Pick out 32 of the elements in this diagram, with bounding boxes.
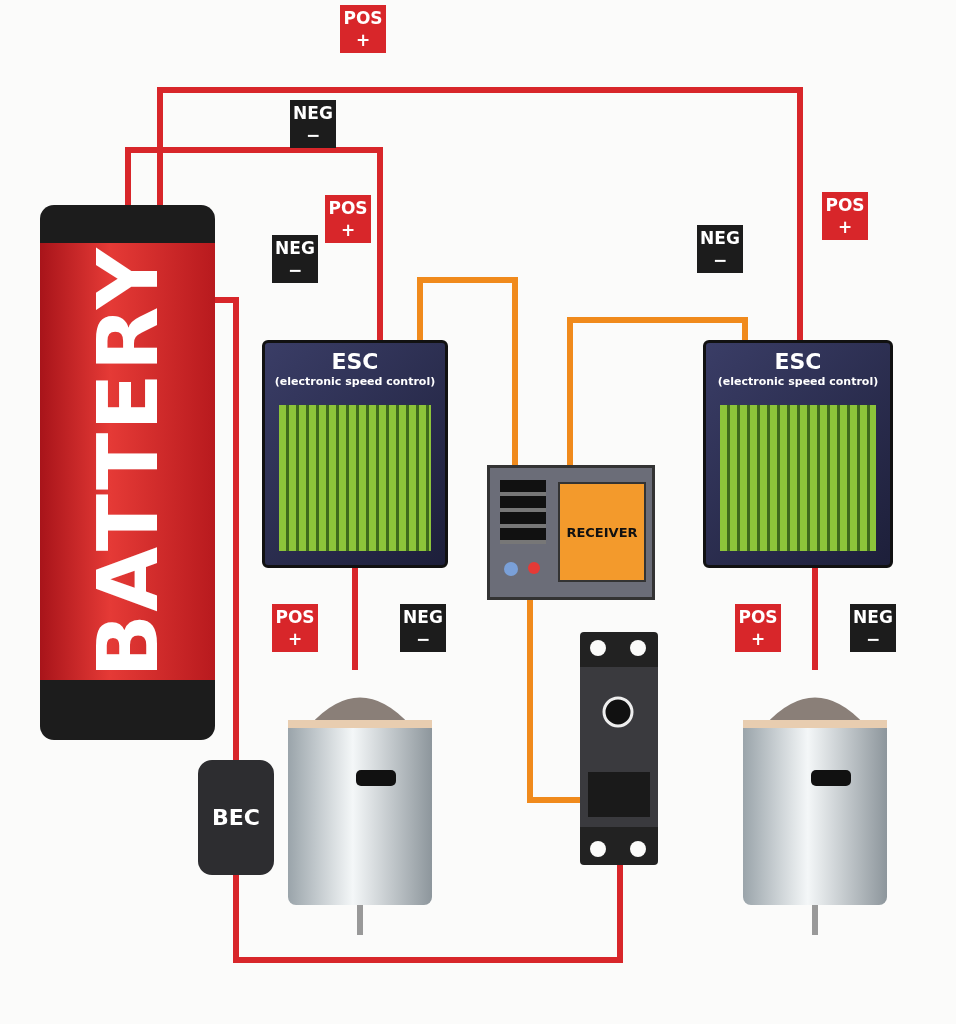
polarity-tag: POS + xyxy=(735,604,781,652)
wire xyxy=(567,317,748,465)
wire xyxy=(125,147,383,340)
esc-label: ESC xyxy=(330,349,380,374)
wire xyxy=(527,600,580,803)
wire xyxy=(233,865,623,963)
bec-label: BEC xyxy=(212,805,260,830)
receiver-box xyxy=(487,465,655,600)
wire xyxy=(417,277,518,465)
esc-label: ESC xyxy=(773,349,823,374)
receiver-label: RECEIVER xyxy=(558,482,646,582)
polarity-tag: POS + xyxy=(325,195,371,243)
speed-controller-box xyxy=(703,340,893,568)
polarity-tag: NEG − xyxy=(850,604,896,652)
battery-label: BATTERY xyxy=(78,245,177,678)
wire xyxy=(812,568,818,670)
wire xyxy=(157,87,803,340)
polarity-tag: NEG − xyxy=(697,225,743,273)
speed-controller-box xyxy=(262,340,448,568)
polarity-tag: POS + xyxy=(822,192,868,240)
battery-pack xyxy=(40,205,215,740)
esc-caption: (electronic speed control) xyxy=(273,375,437,388)
wire xyxy=(215,297,239,760)
polarity-tag: POS + xyxy=(272,604,318,652)
polarity-tag: POS + xyxy=(340,5,386,53)
polarity-tag: NEG − xyxy=(290,100,336,148)
bec-module xyxy=(198,760,274,875)
esc-caption: (electronic speed control) xyxy=(716,375,880,388)
polarity-tag: NEG − xyxy=(272,235,318,283)
wire xyxy=(352,568,358,670)
polarity-tag: NEG − xyxy=(400,604,446,652)
servo-drawing xyxy=(580,632,658,865)
